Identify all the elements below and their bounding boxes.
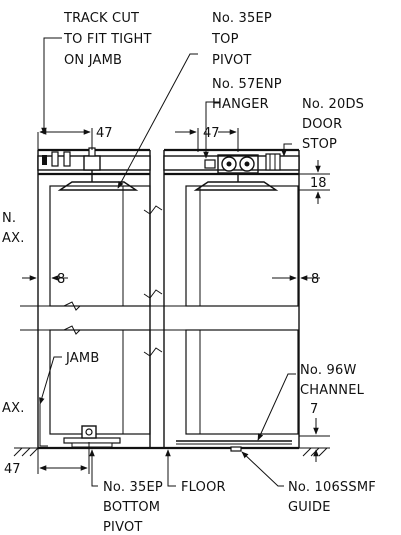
label-jamb: JAMB <box>65 351 99 366</box>
break-mark-2 <box>143 289 163 299</box>
label-guide: No. 106SSMF GUIDE <box>288 480 380 515</box>
hanger-clip <box>204 159 216 169</box>
dim-bottom-pivot-offset: 47 <box>4 462 21 477</box>
leader-door-stop <box>281 143 292 157</box>
dim-bottom-clearance: 7 <box>310 402 318 417</box>
label-bottom-pivot: No. 35EP BOTTOM PIVOT <box>103 480 167 535</box>
label-channel: No. 96W CHANNEL <box>300 363 365 398</box>
bottom-pivot-pin <box>85 428 93 436</box>
leader-hanger <box>203 101 220 159</box>
dim-top-pivot-offset: 47 <box>96 126 113 141</box>
leader-jamb <box>39 356 62 405</box>
break-line-upper-2 <box>20 325 299 335</box>
leader-channel <box>257 373 296 441</box>
label-top-pivot: No. 35EP TOP PIVOT <box>211 11 276 68</box>
hanger-bracket <box>193 181 279 191</box>
right-door-lower <box>185 329 299 435</box>
track-end-stop <box>42 155 47 165</box>
right-door-upper <box>185 185 299 307</box>
label-hanger: No. 57ENP HANGER <box>212 77 286 112</box>
dim-right-gap: 8 <box>311 272 319 287</box>
left-door-lower <box>49 329 151 435</box>
dim-left-gap: 8 <box>57 272 65 287</box>
leader-top-pivot <box>117 53 198 189</box>
leader-guide <box>241 451 284 487</box>
left-door-upper <box>49 185 151 307</box>
break-mark-1 <box>143 205 163 215</box>
pivot-bolt-2 <box>63 151 71 167</box>
leader-floor <box>165 449 176 487</box>
leader-track-cut <box>41 37 62 135</box>
top-pivot-block <box>83 155 101 171</box>
jamb-angle <box>39 404 48 447</box>
label-left-cut-1: N. AX. <box>2 211 25 246</box>
dim-top-clearance: 18 <box>310 176 327 191</box>
door-stop-block <box>265 153 281 171</box>
bottom-pivot-plate <box>63 437 121 444</box>
guide-block <box>230 446 242 452</box>
pivot-bolt-1 <box>51 151 59 167</box>
floor-hatch-right <box>299 447 330 457</box>
label-floor: FLOOR <box>181 480 226 495</box>
label-track-cut: TRACK CUT TO FIT TIGHT ON JAMB <box>63 11 156 68</box>
label-door-stop: No. 20DS DOOR STOP <box>302 97 368 152</box>
break-mark-3 <box>143 347 163 357</box>
break-line-upper-1 <box>20 301 299 311</box>
label-left-cut-2: AX. <box>2 401 25 416</box>
leader-bottom-pivot <box>89 449 98 487</box>
dim-hanger-offset: 47 <box>203 126 220 141</box>
hanger-wheel-1-hub <box>226 161 232 167</box>
floor-hatch-left <box>13 447 39 457</box>
top-pivot-bracket <box>57 181 139 191</box>
hanger-wheel-2-hub <box>244 161 250 167</box>
bottom-pivot-base <box>71 442 113 448</box>
